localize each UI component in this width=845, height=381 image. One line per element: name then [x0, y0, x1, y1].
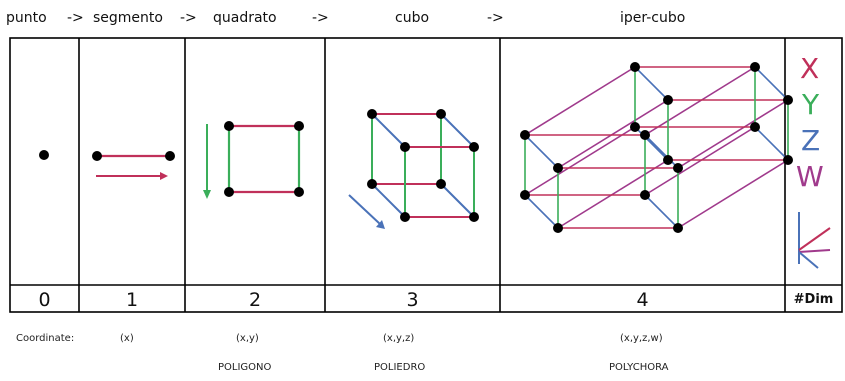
axis-letter-w: W	[796, 160, 824, 193]
vertex	[640, 190, 650, 200]
vertex	[783, 155, 793, 165]
vertex	[400, 212, 410, 222]
name-3d: POLIEDRO	[374, 362, 426, 373]
vertex	[367, 109, 377, 119]
vertex	[750, 122, 760, 132]
edge-w	[677, 159, 789, 229]
vertex	[783, 95, 793, 105]
edge-z	[644, 134, 679, 169]
vertex	[367, 179, 377, 189]
edge-z	[440, 183, 475, 218]
dim-cell: 3	[406, 289, 419, 311]
coordinate-1d: (x)	[120, 333, 134, 344]
stage-label-quadrato: quadrato	[213, 10, 277, 26]
vertex	[553, 163, 563, 173]
vertex	[294, 187, 304, 197]
edge-z	[754, 66, 789, 101]
vertex	[663, 95, 673, 105]
tesseract-figure	[520, 62, 793, 233]
edge-w	[677, 99, 789, 169]
vertex	[673, 223, 683, 233]
stage-label-punto: punto	[6, 10, 47, 26]
coordinate-2d: (x,y)	[236, 333, 259, 344]
vertex	[294, 121, 304, 131]
arrow: ->	[312, 10, 329, 26]
axes-glyph-icon	[798, 212, 831, 269]
stage-label-iper-cubo: iper-cubo	[620, 10, 686, 26]
name-2d: POLIGONO	[218, 362, 272, 373]
edge-w	[644, 66, 756, 136]
stage-label-cubo: cubo	[395, 10, 430, 26]
vertex	[224, 121, 234, 131]
arrow-head	[160, 172, 168, 180]
vertex	[469, 212, 479, 222]
arrow-head	[203, 190, 211, 199]
dim-cell: 4	[636, 289, 649, 311]
name-4d: POLYCHORA	[609, 362, 669, 373]
edge-w	[557, 159, 669, 229]
vertex	[520, 130, 530, 140]
dim-cell-header: #Dim	[793, 292, 834, 307]
segment-figure	[92, 151, 175, 180]
vertex-point	[39, 150, 49, 160]
edge-z	[634, 66, 669, 101]
edge-z	[644, 194, 679, 229]
direction-arrow-z	[348, 194, 381, 225]
arrow: ->	[67, 10, 84, 26]
axis-letter-x: X	[800, 52, 820, 85]
vertex	[92, 151, 102, 161]
vertex	[673, 163, 683, 173]
vertex	[630, 122, 640, 132]
axis-line	[798, 227, 831, 251]
vertex	[520, 190, 530, 200]
edge-w	[644, 126, 756, 196]
stage-label-segmento: segmento	[93, 10, 163, 26]
vertex	[469, 142, 479, 152]
edge-z	[440, 113, 475, 148]
vertex	[663, 155, 673, 165]
axis-line	[798, 251, 819, 269]
dim-cell: 1	[125, 289, 139, 311]
edge-z	[754, 126, 789, 161]
axis-line	[798, 249, 831, 253]
table-frame	[9, 37, 843, 313]
vertex	[640, 130, 650, 140]
vertex	[165, 151, 175, 161]
edge-z	[371, 113, 406, 148]
coordinate-label: Coordinate:	[16, 333, 75, 344]
coordinate-3d: (x,y,z)	[383, 333, 415, 344]
edge-z	[634, 126, 669, 161]
vertex	[436, 109, 446, 119]
cube-figure	[348, 109, 479, 229]
square-figure	[203, 121, 304, 199]
arrow: ->	[180, 10, 197, 26]
axis-letter-y: Y	[802, 88, 820, 121]
edge-w	[557, 99, 669, 169]
vertex	[436, 179, 446, 189]
vertex	[750, 62, 760, 72]
axis-letter-z: Z	[801, 124, 821, 157]
dim-cell: 2	[248, 289, 262, 311]
vertex	[224, 187, 234, 197]
coordinate-4d: (x,y,z,w)	[620, 333, 663, 344]
vertex	[553, 223, 563, 233]
edge-z	[371, 183, 406, 218]
arrow: ->	[487, 10, 504, 26]
edge-w	[524, 126, 636, 196]
edge-w	[524, 66, 636, 136]
vertex	[400, 142, 410, 152]
dim-cell: 0	[38, 289, 51, 311]
arrow-head	[376, 220, 385, 229]
edge-z	[524, 134, 559, 169]
edge-z	[524, 194, 559, 229]
vertex	[630, 62, 640, 72]
table-border	[9, 37, 843, 313]
